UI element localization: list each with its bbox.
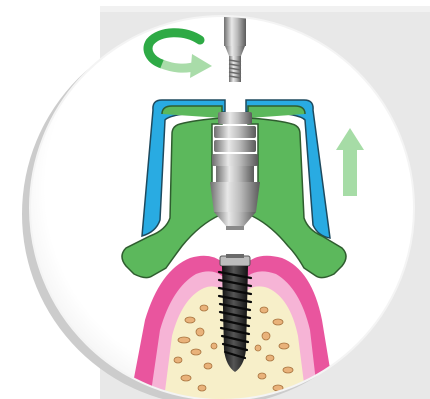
impression-post	[210, 112, 260, 230]
